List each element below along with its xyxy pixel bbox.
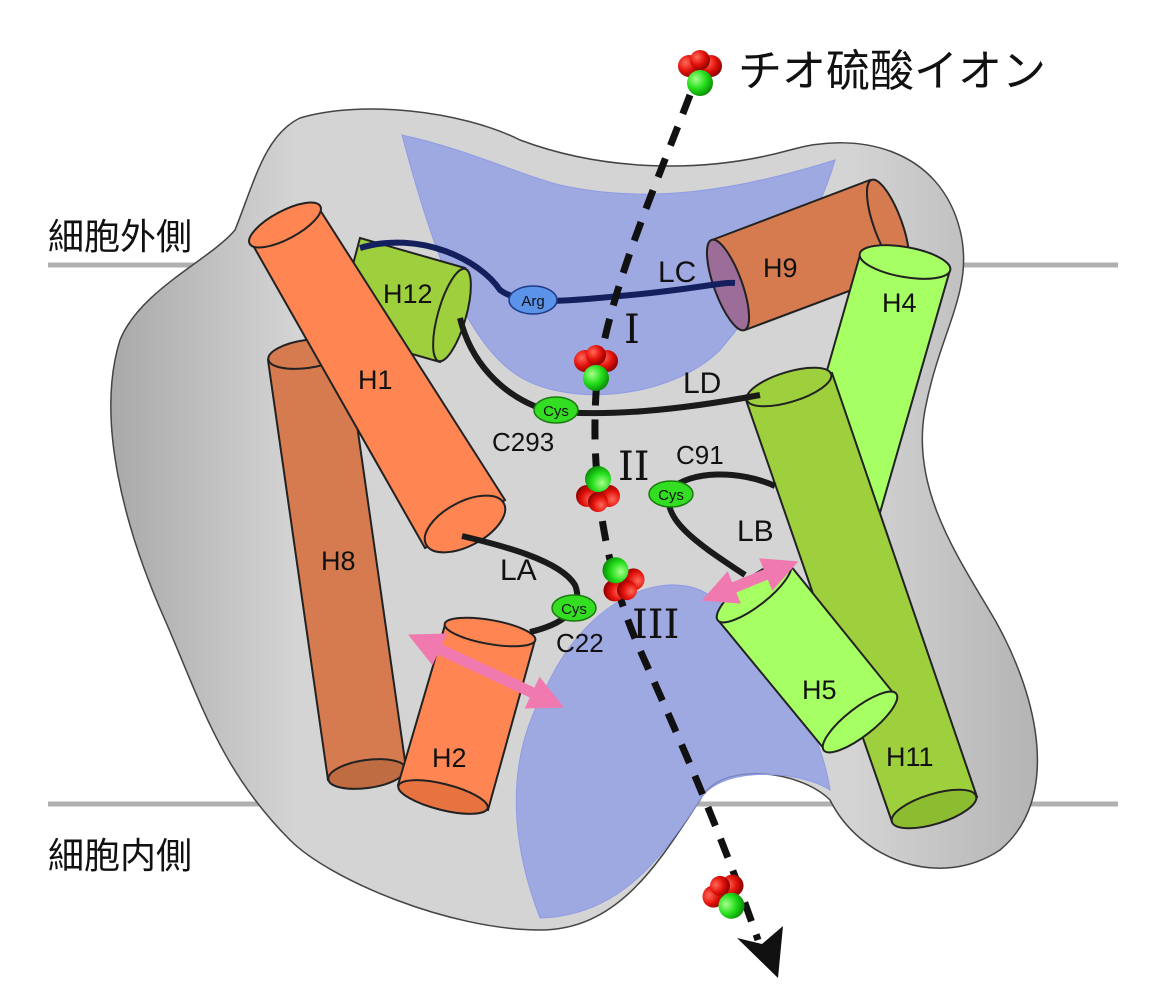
h4-label: H4 xyxy=(882,288,917,318)
h9-label: H9 xyxy=(763,253,798,283)
cys-label-c22: Cys xyxy=(561,601,587,618)
thiosulfate-ion-legend xyxy=(678,50,722,96)
h12-label: H12 xyxy=(383,279,433,309)
ld-label: LD xyxy=(683,367,721,400)
arg-label: Arg xyxy=(521,293,544,310)
h5-label: H5 xyxy=(802,675,837,705)
h2-motion-arrow xyxy=(408,633,564,709)
inside-label: 細胞内側 xyxy=(48,836,192,877)
cys-label-c293: Cys xyxy=(543,403,569,420)
outside-label: 細胞外側 xyxy=(48,217,192,258)
site-ii-label: II xyxy=(618,444,650,490)
c293-label: C293 xyxy=(492,427,554,457)
h1-label: H1 xyxy=(358,365,393,395)
lb-label: LB xyxy=(737,515,774,548)
lower-vestibule xyxy=(515,584,831,919)
loop-la xyxy=(461,533,581,635)
site-iii-label: III xyxy=(632,602,679,648)
h8-label: H8 xyxy=(321,546,356,576)
helix-h1 xyxy=(248,201,507,554)
site-i-label: I xyxy=(624,307,640,353)
legend-title: チオ硫酸イオン xyxy=(738,46,1046,97)
c22-label: C22 xyxy=(556,628,604,658)
transport-path-arrow xyxy=(591,93,762,942)
cys-residue-c91: Cys xyxy=(648,480,694,508)
lc-label: LC xyxy=(658,256,696,289)
arg-residue: Arg xyxy=(508,285,558,315)
h5-motion-arrow xyxy=(701,558,799,604)
cys-residue-c293: Cys xyxy=(533,396,579,424)
c91-label: C91 xyxy=(676,440,724,470)
helix-h11 xyxy=(744,366,979,830)
h2-label: H2 xyxy=(432,743,467,773)
cys-residue-c22: Cys xyxy=(551,594,597,622)
cys-label-c91: Cys xyxy=(658,487,684,504)
la-label: LA xyxy=(500,554,537,587)
h11-label: H11 xyxy=(886,742,934,772)
transport-arrowhead xyxy=(737,926,783,978)
